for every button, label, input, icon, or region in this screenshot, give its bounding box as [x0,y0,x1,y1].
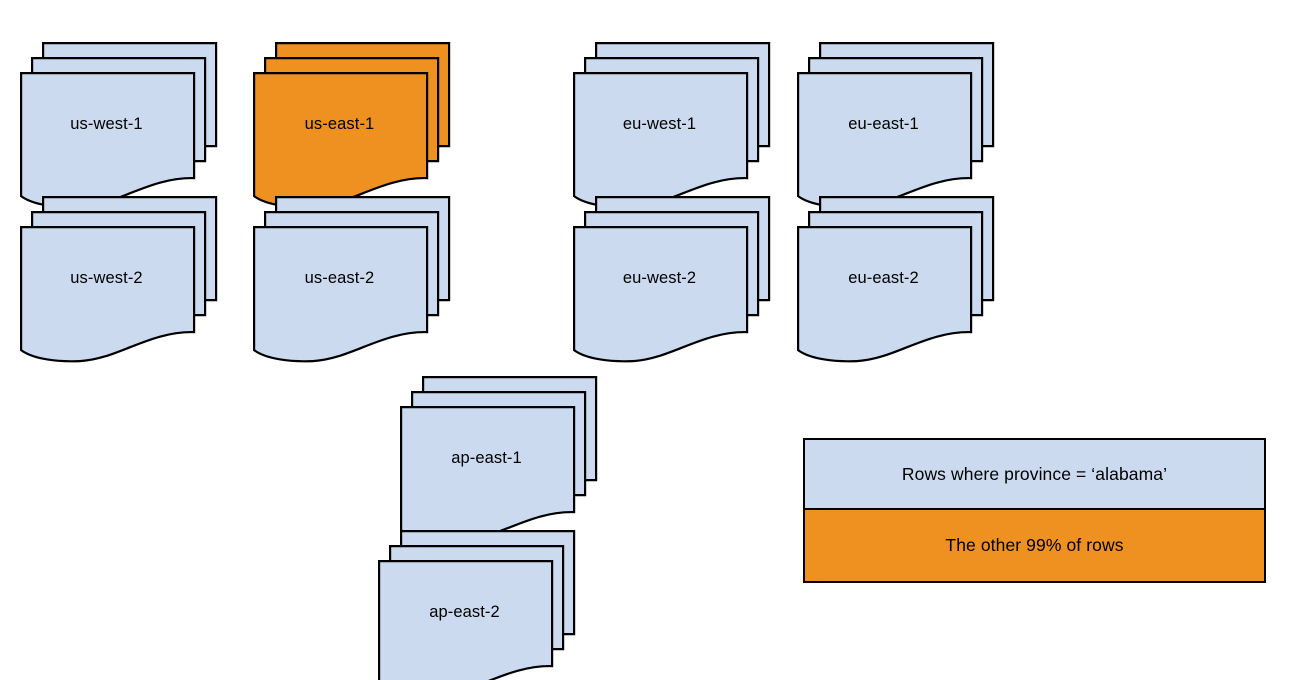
stack-sheet-front [253,226,429,363]
stack-sheet-front [573,226,749,363]
legend-row-rows-match: Rows where province = ‘alabama’ [805,440,1264,510]
region-stack-us-east-2[interactable]: us-east-2 [253,196,478,363]
stack-sheets [20,196,218,363]
region-stack-ap-east-2[interactable]: ap-east-2 [378,530,603,680]
stack-sheets [400,376,598,543]
stack-sheets [573,196,771,363]
region-stack-eu-west-1[interactable]: eu-west-1 [573,42,798,209]
region-stack-eu-east-2[interactable]: eu-east-2 [797,196,1022,363]
stack-sheet-front [20,226,196,363]
stack-sheets [573,42,771,209]
stack-sheets [253,196,451,363]
stack-sheet-front [20,72,196,209]
stack-sheet-front [797,72,973,209]
stack-sheets [20,42,218,209]
region-stack-eu-east-1[interactable]: eu-east-1 [797,42,1022,209]
legend-row-label: The other 99% of rows [945,534,1124,555]
stack-sheet-front [400,406,576,543]
stack-sheets [378,530,576,680]
stack-sheets [797,196,995,363]
stack-sheet-front [573,72,749,209]
stack-sheet-front [797,226,973,363]
stack-sheet-front [378,560,554,680]
region-stack-eu-west-2[interactable]: eu-west-2 [573,196,798,363]
stack-sheets [253,42,451,209]
stack-sheets [797,42,995,209]
region-stack-us-east-1[interactable]: us-east-1 [253,42,478,209]
stack-sheet-front [253,72,429,209]
region-stack-us-west-1[interactable]: us-west-1 [20,42,245,209]
legend-row-label: Rows where province = ‘alabama’ [901,463,1168,484]
region-stack-ap-east-1[interactable]: ap-east-1 [400,376,625,543]
legend-row-rows-other: The other 99% of rows [805,510,1264,581]
legend: Rows where province = ‘alabama’ The other… [803,438,1266,583]
region-stack-us-west-2[interactable]: us-west-2 [20,196,245,363]
